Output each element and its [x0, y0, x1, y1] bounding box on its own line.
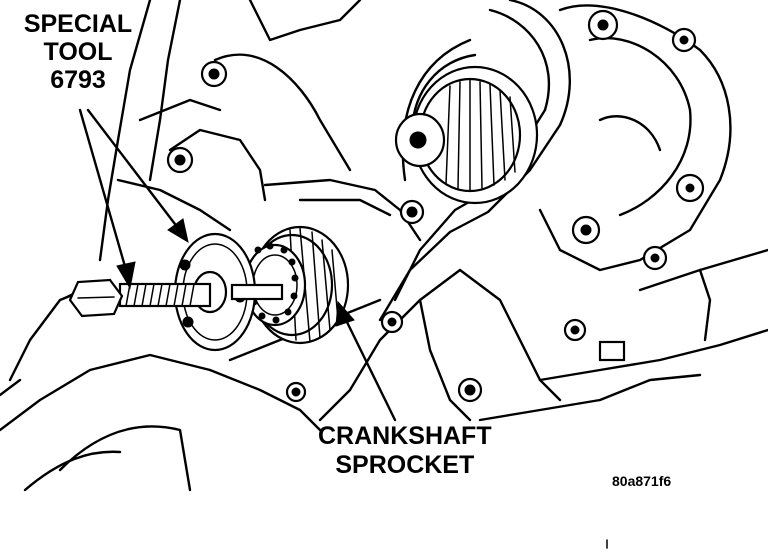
crankshaft-sprocket-callout: CRANKSHAFT SPROCKET	[318, 424, 492, 482]
crankshaft-sprocket-line2: SPROCKET	[335, 451, 475, 479]
special-tool-drawing	[68, 232, 284, 352]
special-tool-line3: 6793	[50, 66, 106, 94]
figure-code: 80a871f6	[612, 473, 672, 489]
upper-sprocket	[394, 65, 539, 205]
crankshaft-sprocket-line1: CRANKSHAFT	[318, 422, 492, 450]
crankshaft-sprocket-leader-arrow	[335, 300, 397, 422]
special-tool-callout: SPECIAL TOOL 6793	[10, 12, 146, 96]
water-pump-housing	[538, 4, 732, 272]
special-tool-line2: TOOL	[43, 38, 113, 66]
special-tool-line1: SPECIAL	[23, 10, 133, 38]
block-bolts	[166, 60, 626, 403]
engine-block-outline	[0, 0, 768, 492]
special-tool-leader-arrows	[78, 108, 189, 290]
